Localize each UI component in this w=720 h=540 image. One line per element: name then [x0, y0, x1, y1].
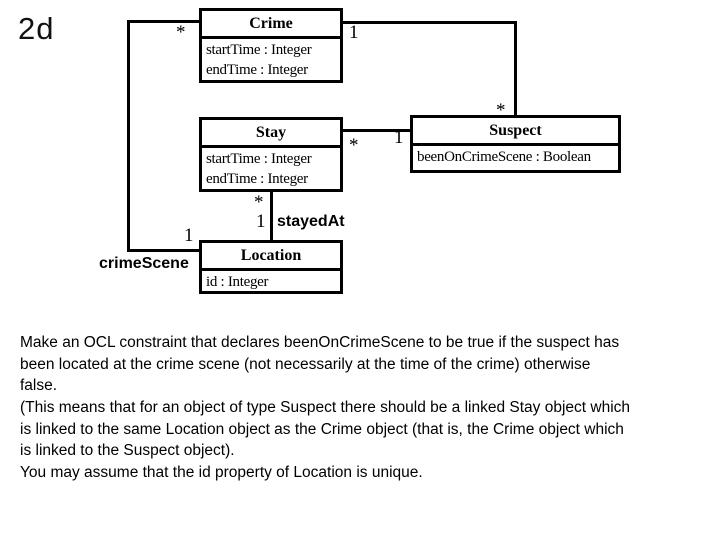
class-attr: endTime : Integer [206, 171, 308, 187]
class-title-stay: Stay [202, 120, 340, 148]
class-title-location: Location [202, 243, 340, 271]
association-stay-suspect-line [341, 129, 412, 132]
class-attr: id : Integer [206, 274, 269, 290]
multiplicity-crime-location-near-location: 1 [184, 225, 194, 246]
question-text: Make an OCL constraint that declares bee… [20, 332, 715, 484]
association-stay-location-line [270, 190, 273, 242]
role-label-crimescene: crimeScene [99, 255, 189, 272]
page-label: 2d [18, 11, 55, 46]
question-line: false. [20, 377, 58, 395]
class-box-stay: Stay startTime : Integer endTime : Integ… [199, 117, 343, 192]
multiplicity-crime-suspect-near-crime: 1 [349, 22, 359, 43]
class-box-crime: Crime startTime : Integer endTime : Inte… [199, 8, 343, 83]
question-line: is linked to the same Location object as… [20, 420, 624, 438]
class-attrs-location: id : Integer [202, 271, 340, 291]
class-attr: startTime : Integer [206, 42, 312, 58]
class-box-suspect: Suspect beenOnCrimeScene : Boolean [410, 115, 621, 173]
class-box-location: Location id : Integer [199, 240, 343, 294]
multiplicity-crime-suspect-near-suspect: * [496, 100, 506, 121]
role-label-stayedat: stayedAt [277, 213, 345, 230]
class-title-suspect: Suspect [413, 118, 618, 146]
class-attrs-crime: startTime : Integer endTime : Integer [202, 39, 340, 80]
multiplicity-stay-suspect-near-stay: * [349, 135, 359, 156]
association-crime-location-vertical-segment [127, 20, 130, 252]
class-title-crime: Crime [202, 11, 340, 39]
class-attr: startTime : Integer [206, 151, 312, 167]
question-line: You may assume that the id property of L… [20, 464, 423, 482]
association-crime-location-top-segment [127, 20, 202, 23]
association-crime-suspect-vertical-segment [514, 21, 517, 117]
multiplicity-stay-suspect-near-suspect: 1 [394, 127, 404, 148]
multiplicity-stay-location-near-location: 1 [256, 211, 266, 232]
question-line: Make an OCL constraint that declares bee… [20, 334, 620, 351]
class-attr: beenOnCrimeScene : Boolean [417, 149, 591, 165]
question-line: been located at the crime scene (not nec… [20, 355, 591, 373]
question-line: (This means that for an object of type S… [20, 399, 631, 417]
association-crime-suspect-horizontal-segment [341, 21, 517, 24]
question-line: is linked to the Suspect object). [20, 442, 235, 460]
association-crime-location-bottom-segment [127, 249, 202, 252]
multiplicity-crime-location-near-crime: * [176, 22, 186, 43]
class-attrs-suspect: beenOnCrimeScene : Boolean [413, 146, 618, 167]
class-attrs-stay: startTime : Integer endTime : Integer [202, 148, 340, 189]
class-attr: endTime : Integer [206, 62, 308, 78]
multiplicity-stay-location-near-stay: * [254, 192, 264, 213]
